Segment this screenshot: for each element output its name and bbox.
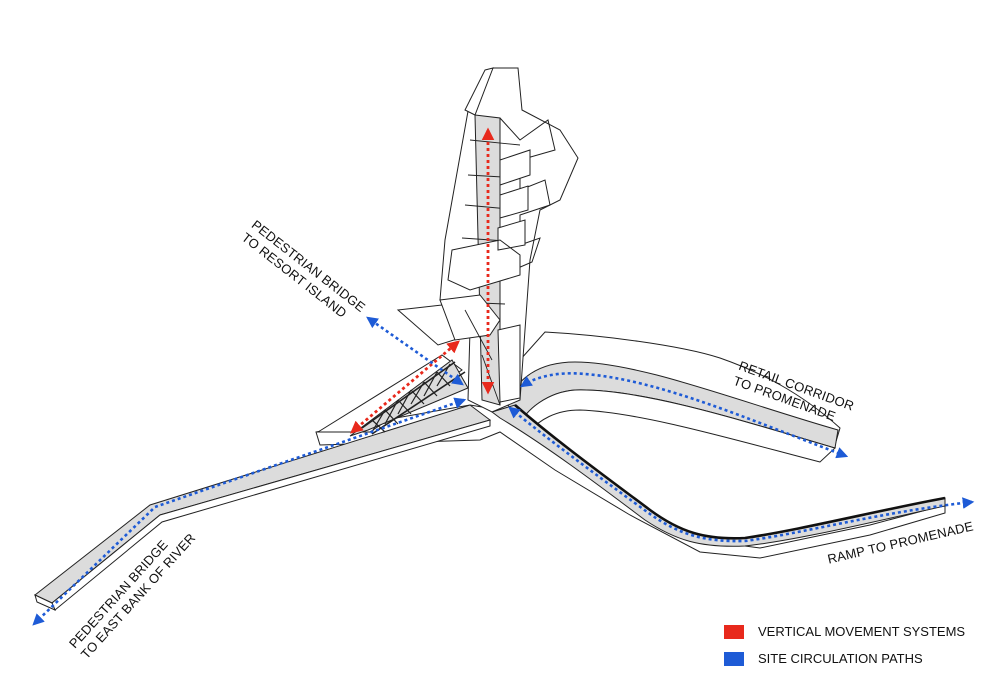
legend-item-vertical: VERTICAL MOVEMENT SYSTEMS [724, 624, 965, 639]
legend-swatch-blue [724, 651, 744, 666]
legend-item-site: SITE CIRCULATION PATHS [724, 651, 923, 666]
bridge-east-structure [34, 404, 492, 611]
resort-bridge-blue-arrow [366, 316, 464, 386]
legend-label-site: SITE CIRCULATION PATHS [758, 651, 923, 666]
site-circulation-arrows [32, 316, 975, 626]
east-bridge-blue-arrow [32, 397, 467, 626]
legend-swatch-red [724, 624, 744, 639]
legend-label-vertical: VERTICAL MOVEMENT SYSTEMS [758, 624, 966, 639]
